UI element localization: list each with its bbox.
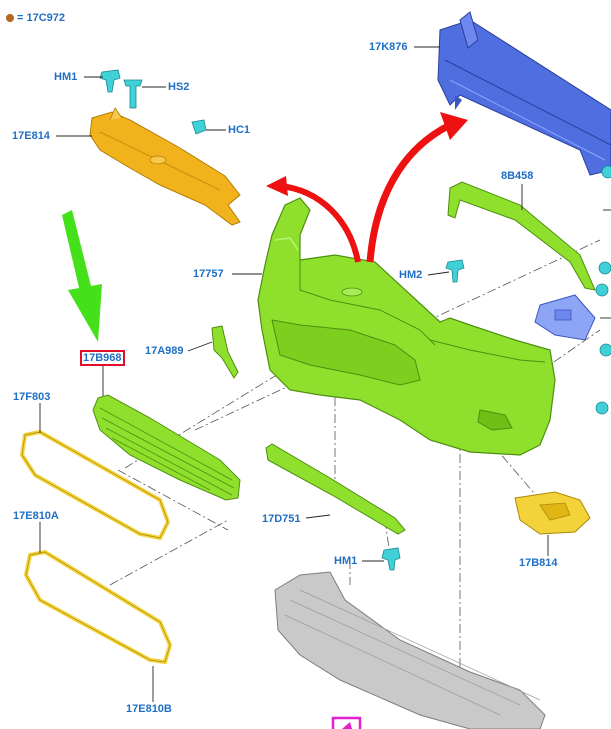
red-curved-arrows bbox=[266, 112, 468, 263]
leader-lines bbox=[39, 46, 611, 702]
legend-dot-icon bbox=[6, 14, 14, 22]
fog-bezel-17b814 bbox=[514, 491, 591, 535]
legend: = 17C972 bbox=[6, 12, 65, 24]
callout-17e810b: 17E810B bbox=[126, 703, 172, 715]
bumper-cover-17757 bbox=[257, 197, 556, 456]
green-down-arrow bbox=[62, 210, 102, 342]
callout-hm1-bottom: HM1 bbox=[334, 555, 358, 567]
callout-17b814: 17B814 bbox=[519, 557, 558, 569]
callout-17e810a: 17E810A bbox=[13, 510, 59, 522]
hm1-clip-bottom bbox=[381, 547, 401, 571]
hm1-clip-top bbox=[99, 69, 121, 93]
callout-8b458: 8B458 bbox=[501, 170, 534, 182]
hs2-screw bbox=[123, 79, 143, 109]
callout-17d751: 17D751 bbox=[262, 513, 301, 525]
callout-17757: 17757 bbox=[193, 268, 224, 280]
trim-frame-17e810 bbox=[23, 549, 173, 665]
impact-beam-17k876 bbox=[437, 11, 611, 176]
callout-hc1: HC1 bbox=[228, 124, 251, 136]
callout-17e814: 17E814 bbox=[12, 130, 50, 142]
legend-text: = 17C972 bbox=[17, 12, 66, 24]
side-bracket-blue bbox=[534, 294, 596, 341]
bracket-17a989 bbox=[211, 325, 239, 379]
upper-reinforcement-8b458 bbox=[447, 181, 596, 291]
callout-17b968: 17B968 bbox=[80, 350, 125, 366]
page-marker bbox=[331, 716, 362, 729]
lower-lip-17d751 bbox=[265, 443, 406, 535]
grille-frame-17f803 bbox=[19, 429, 171, 541]
callout-17a989: 17A989 bbox=[145, 345, 184, 357]
hc1-clip bbox=[191, 119, 207, 135]
upper-bracket-17e814 bbox=[89, 107, 241, 226]
hm2-clip bbox=[445, 259, 465, 283]
grille-17b968 bbox=[92, 394, 241, 501]
callout-hm1-top: HM1 bbox=[54, 71, 78, 83]
callout-17k876: 17K876 bbox=[369, 41, 408, 53]
callout-hm2: HM2 bbox=[399, 269, 423, 281]
callout-17f803: 17F803 bbox=[13, 391, 51, 403]
fasteners bbox=[99, 69, 611, 571]
under-shield bbox=[274, 571, 546, 729]
callout-hs2: HS2 bbox=[168, 81, 190, 93]
